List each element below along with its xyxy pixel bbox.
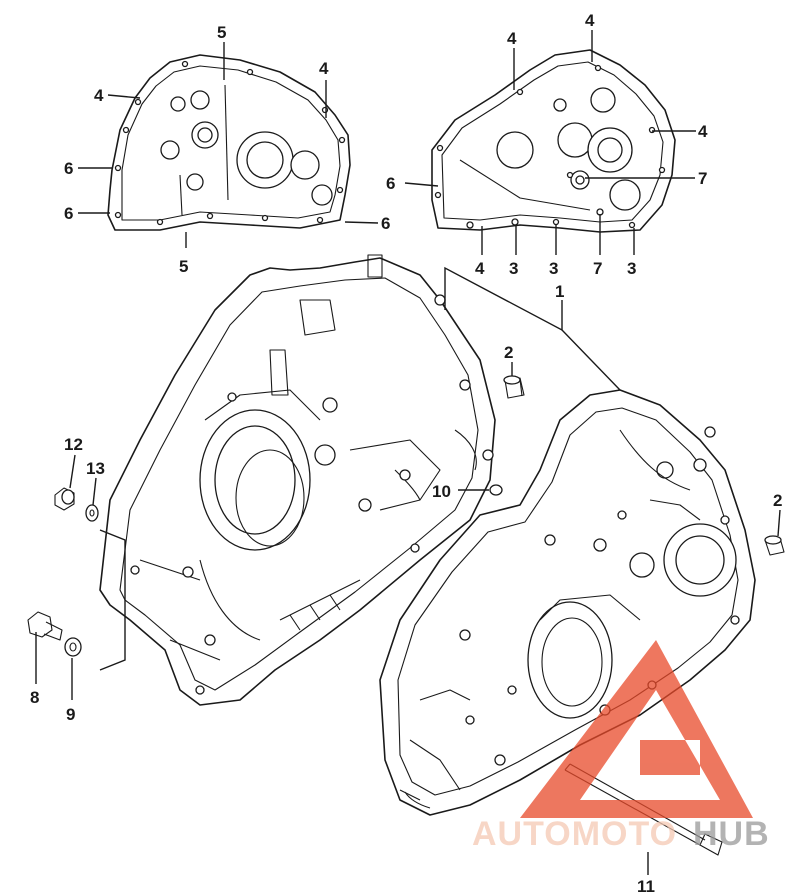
watermark-triangle-logo — [520, 640, 753, 818]
callout-6-left-a: 6 — [64, 159, 73, 178]
callout-2-upper: 2 — [504, 343, 513, 362]
callout-6-right: 6 — [386, 174, 395, 193]
callout-4-left-top: 4 — [319, 59, 329, 78]
callout-1: 1 — [555, 282, 564, 301]
watermark-brand-left: AUTOMOTO — [472, 815, 677, 853]
nut-12 — [54, 487, 75, 511]
callout-6-left-right: 6 — [381, 214, 390, 233]
callout-numbers: 1 2 2 3 3 3 4 4 4 4 4 4 5 5 6 6 6 6 7 7 … — [30, 11, 782, 895]
left-crankcase-gasket — [107, 54, 351, 231]
right-gasket-bolt-holes — [434, 64, 666, 229]
callout-3-a: 3 — [509, 259, 518, 278]
leader-lines — [35, 30, 781, 875]
left-gasket-bolt-holes — [114, 60, 346, 226]
dowel-pin-upper — [503, 375, 525, 399]
callout-4-left: 4 — [94, 86, 104, 105]
dowel-pin-right — [764, 535, 785, 556]
callout-5-bottom: 5 — [179, 257, 188, 276]
callout-7-lower: 7 — [593, 259, 602, 278]
callout-6-left-b: 6 — [64, 204, 73, 223]
callout-4-right-top-2: 4 — [585, 11, 595, 30]
callout-11: 11 — [637, 877, 655, 895]
o-ring-10 — [489, 484, 503, 496]
callout-5-top: 5 — [217, 23, 226, 42]
callout-4-right: 4 — [698, 122, 708, 141]
watermark-brand-right: HUB — [693, 815, 770, 853]
automotohub-watermark: AUTOMOTO HUB — [472, 640, 770, 853]
callout-12: 12 — [64, 435, 83, 454]
callout-7-upper: 7 — [698, 169, 707, 188]
right-crankcase-gasket — [431, 49, 676, 233]
callout-4-right-top: 4 — [507, 29, 517, 48]
callout-10: 10 — [432, 482, 451, 501]
drain-bolt-8 — [27, 611, 63, 641]
callout-3-b: 3 — [549, 259, 558, 278]
left-crankcase-half — [99, 254, 496, 706]
callout-9: 9 — [66, 705, 75, 724]
callout-8: 8 — [30, 688, 39, 707]
washer-13 — [85, 504, 99, 522]
callout-13: 13 — [86, 459, 105, 478]
gasket-washer-9 — [64, 637, 82, 657]
callout-2-right: 2 — [773, 491, 782, 510]
callout-3-c: 3 — [627, 259, 636, 278]
callout-4-bottom: 4 — [475, 259, 485, 278]
right-crankcase-half — [379, 389, 756, 816]
